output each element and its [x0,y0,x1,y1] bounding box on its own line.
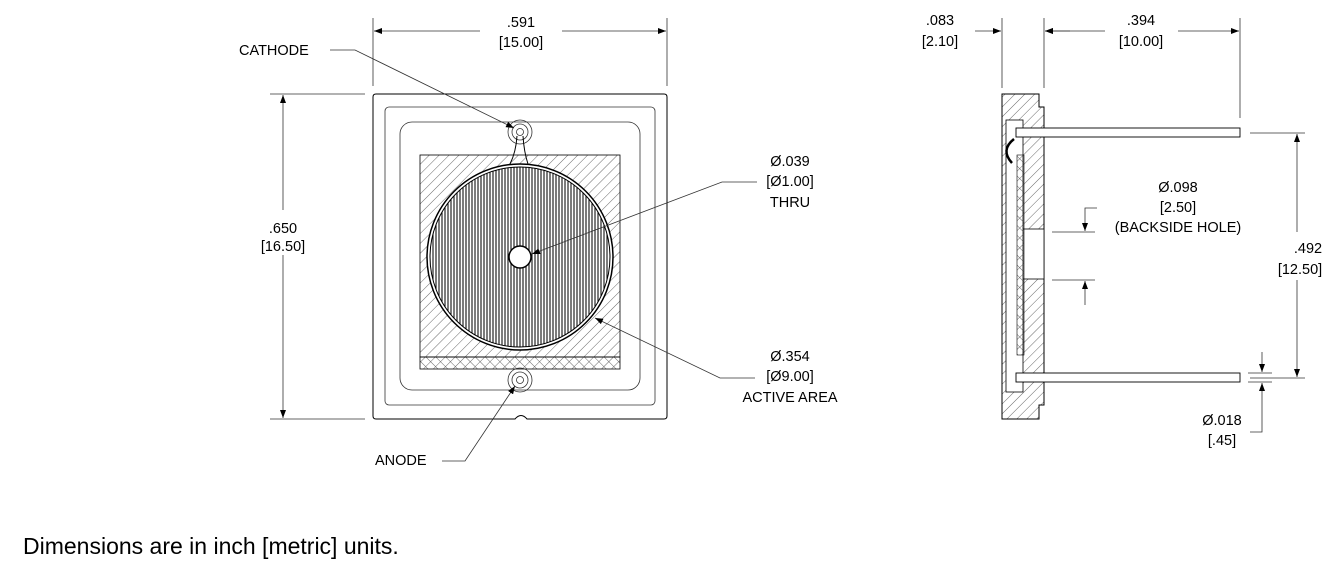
active-area-callout: Ø.354 [Ø9.00] ACTIVE AREA [594,317,838,406]
dimension-label: .394 [1127,13,1155,29]
cathode-callout: CATHODE [239,43,515,129]
center-hole [508,245,532,269]
front-view: .591 [15.00] .650 [16.50] CATHODE ANODE … [239,15,838,469]
lead-spacing-dimension: .492 [12.50] [1250,132,1322,379]
cathode-pad [507,119,533,165]
anode-lead [1015,372,1241,383]
dimension-label: [Ø1.00] [766,174,814,190]
height-dimension: .650 [16.50] [261,93,365,420]
side-view: .083 [2.10] .394 [10.00] .492 [12.50] Ø.… [922,13,1322,449]
anode-pad [507,367,533,393]
lead-diameter-callout: Ø.018 [.45] [1202,352,1272,449]
dimension-label: Ø.018 [1202,413,1242,429]
hole-callout: Ø.039 [Ø1.00] THRU [531,154,814,255]
height-inch: .650 [269,221,297,237]
dimension-label: [2.50] [1160,200,1196,216]
dimension-label: [2.10] [922,34,958,50]
cathode-lead [1015,127,1241,138]
dimension-label: ACTIVE AREA [742,390,837,406]
window-outline [399,121,641,391]
thickness-dimension: .083 [2.10] [922,13,1070,88]
units-note: Dimensions are in inch [metric] units. [23,533,399,559]
width-dimension: .591 [15.00] [372,15,668,86]
height-metric: [16.50] [261,239,305,255]
dimension-label: [Ø9.00] [766,369,814,385]
dimension-label: Ø.354 [770,349,810,365]
width-metric: [15.00] [499,35,543,51]
chip [1016,154,1025,356]
lead-length-dimension: .394 [10.00] [1045,13,1241,118]
anode-label: ANODE [375,453,427,469]
dimension-label: [.45] [1208,433,1236,449]
dimension-label: [12.50] [1278,262,1322,278]
anode-callout: ANODE [375,385,516,469]
dimension-label: .083 [926,13,954,29]
dimension-label: THRU [770,195,810,211]
backside-hole-callout: Ø.098 [2.50] (BACKSIDE HOLE) [1052,180,1241,305]
dimension-label: (BACKSIDE HOLE) [1115,220,1242,236]
package-inner-rim [384,106,656,406]
anode-strip [419,356,621,370]
dimension-label: Ø.098 [1158,180,1198,196]
cathode-label: CATHODE [239,43,309,59]
bond-wire [1005,138,1015,164]
width-inch: .591 [507,15,535,31]
package-outline [372,93,668,420]
dimension-label: Ø.039 [770,154,810,170]
dimension-label: [10.00] [1119,34,1163,50]
dimension-label: .492 [1294,241,1322,257]
